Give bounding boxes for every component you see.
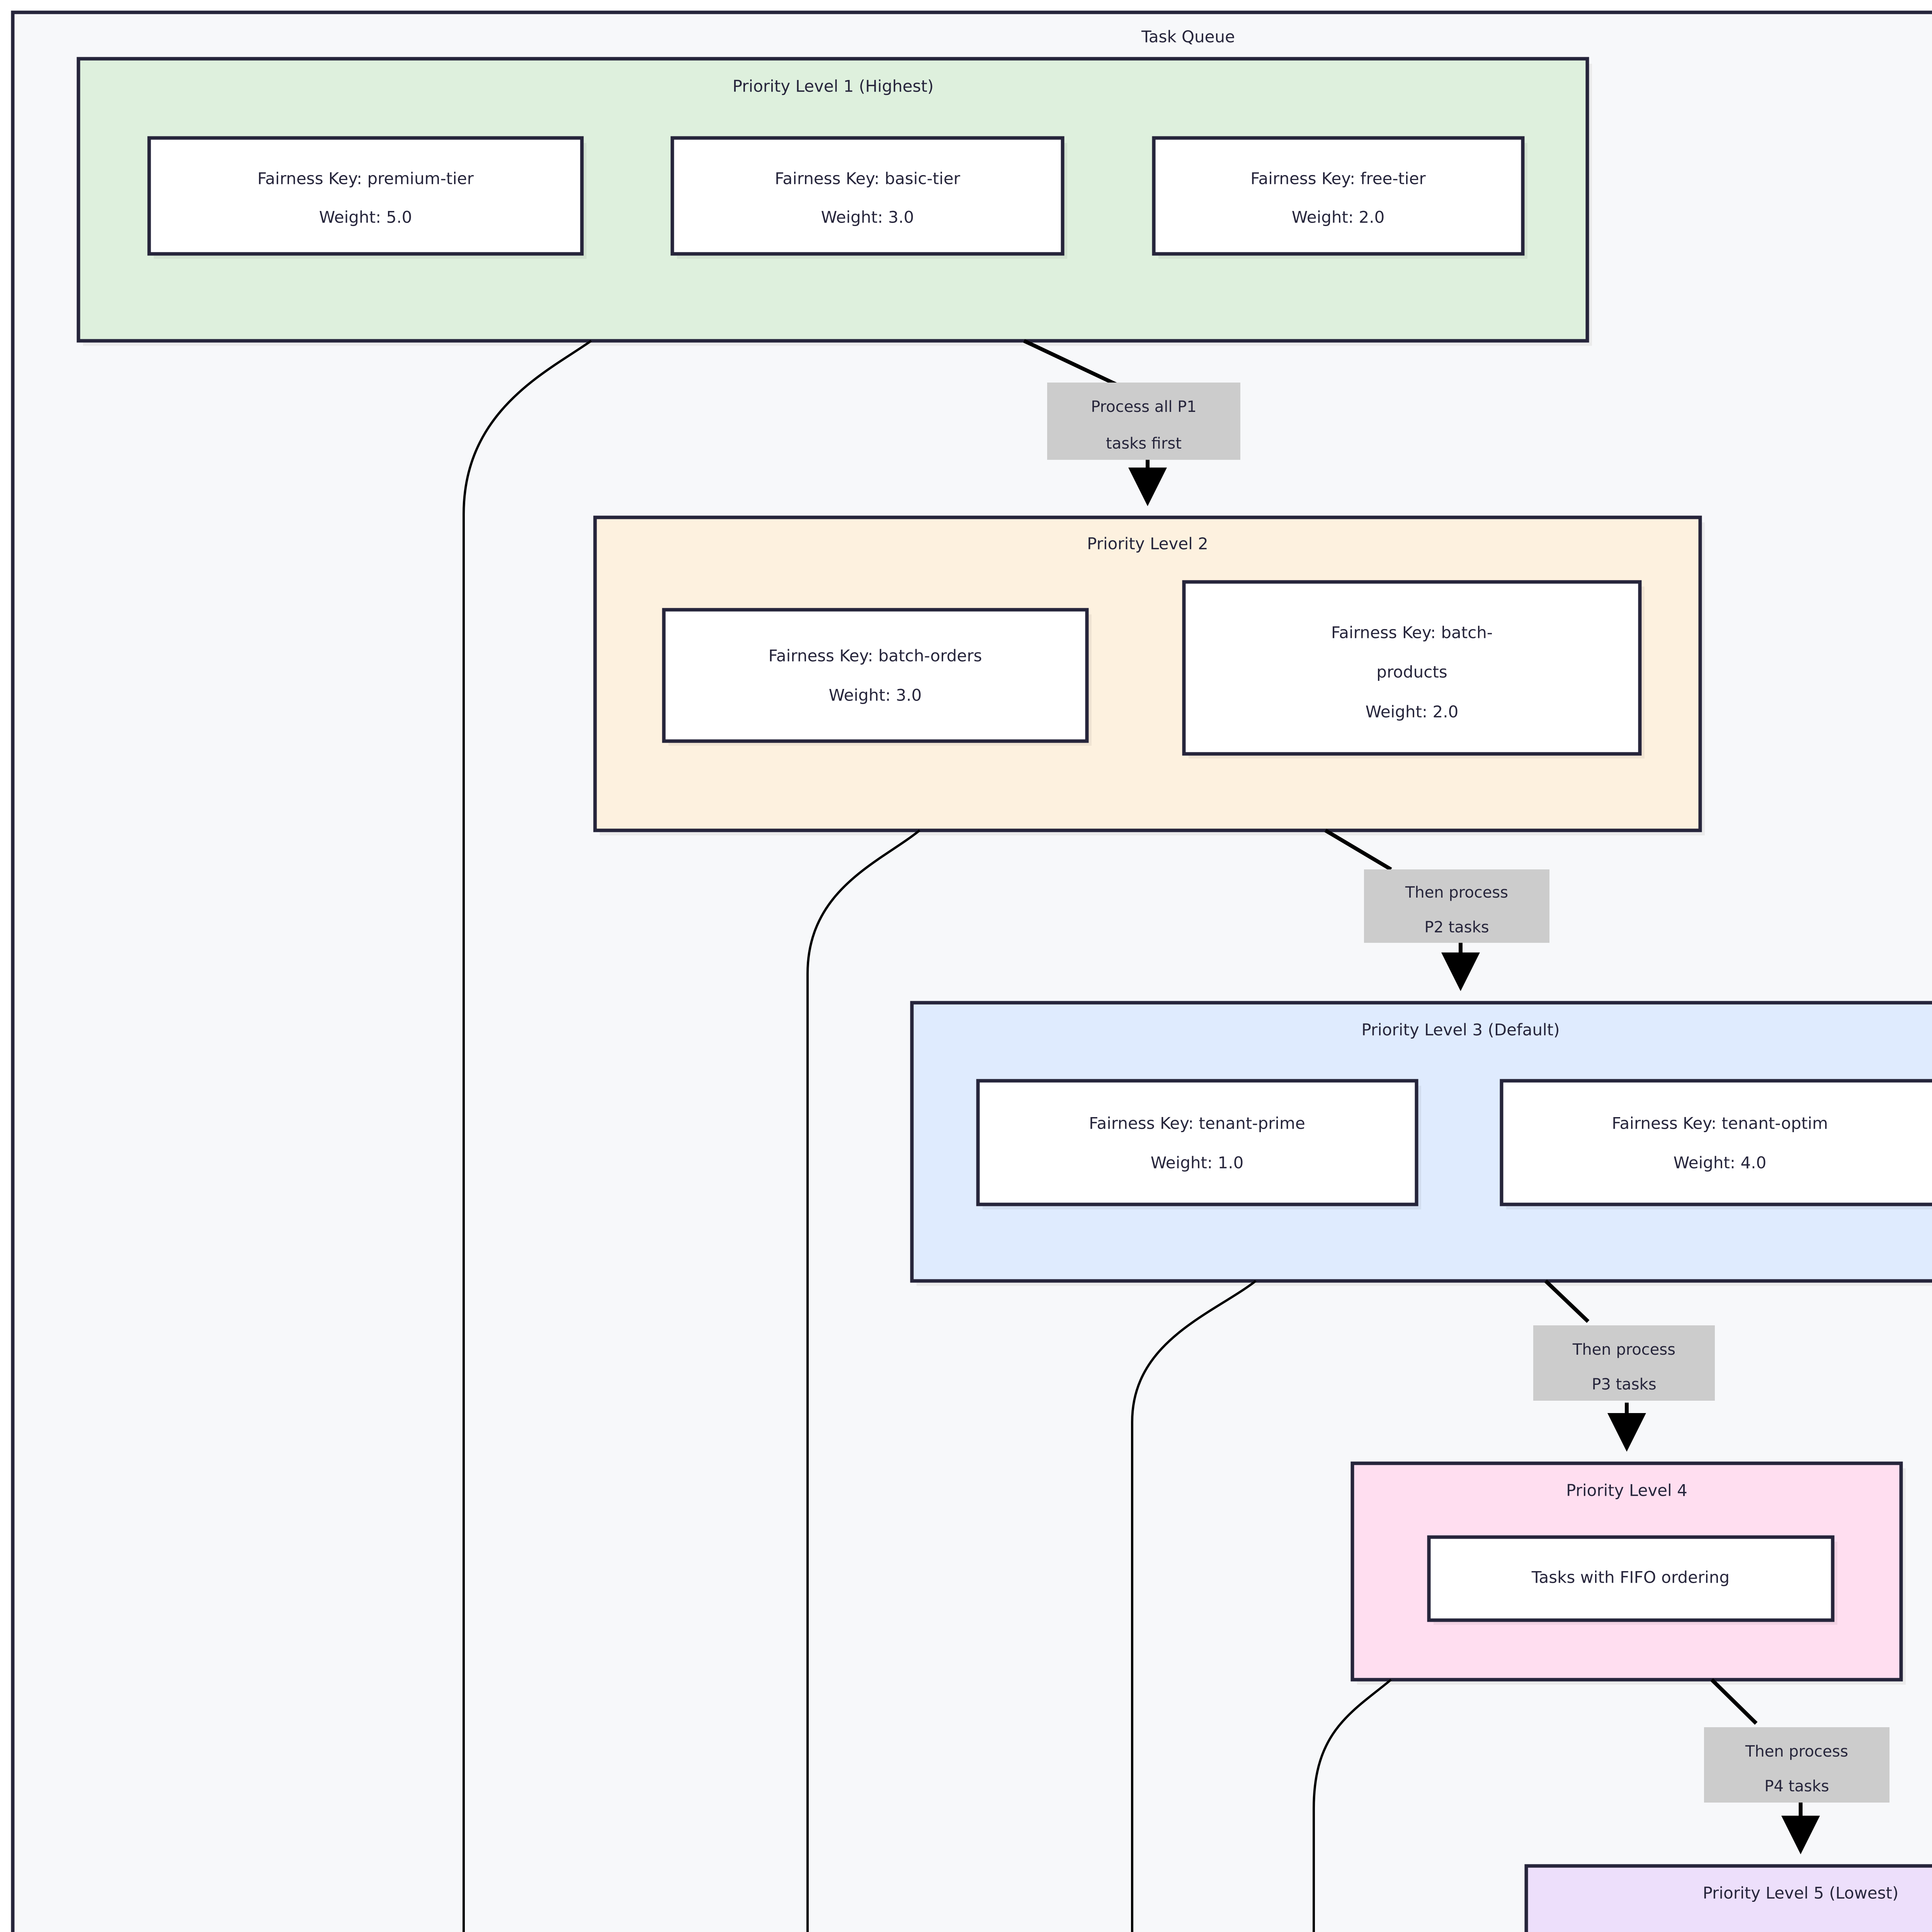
p1-basic-weight: Weight: 3.0 [821,208,914,227]
p3-optim-weight: Weight: 4.0 [1673,1153,1767,1172]
edge-label-p4-to-p5-line1: Then process [1745,1743,1848,1760]
node-p1-free[interactable]: Fairness Key: free-tier Weight: 2.0 [1152,136,1527,259]
edge-label-p1-to-p2: Process all P1 tasks first [1047,383,1240,460]
node-p3-prime[interactable]: Fairness Key: tenant-prime Weight: 1.0 [976,1079,1421,1209]
p1-premium-key: Fairness Key: premium-tier [257,169,474,188]
p3-prime-key: Fairness Key: tenant-prime [1089,1114,1305,1133]
priority-1-title: Priority Level 1 (Highest) [733,77,934,96]
node-p2-orders[interactable]: Fairness Key: batch-orders Weight: 3.0 [662,608,1092,746]
p1-free-weight: Weight: 2.0 [1292,208,1385,227]
edge-label-p4-to-p5-line2: P4 tasks [1764,1777,1829,1795]
node-p1-basic[interactable]: Fairness Key: basic-tier Weight: 3.0 [670,136,1067,259]
node-p2-products[interactable]: Fairness Key: batch- products Weight: 2.… [1182,580,1645,759]
edge-label-p3-to-p4: Then process P3 tasks [1533,1325,1715,1401]
p2-products-weight: Weight: 2.0 [1366,702,1459,721]
edge-label-p3-to-p4-line2: P3 tasks [1592,1376,1656,1393]
edge-label-p1-to-p2-line2: tasks first [1106,435,1182,452]
p2-orders-key: Fairness Key: batch-orders [769,646,982,665]
edge-p2-to-workers [806,829,920,1932]
p1-free-key: Fairness Key: free-tier [1250,169,1426,188]
cluster-priority-2: Priority Level 2 Fairness Key: batch-ord… [593,515,1705,835]
task-queue-title: Task Queue [1141,27,1235,46]
edge-label-p3-to-p4-line1: Then process [1572,1341,1675,1359]
edge-p3-to-workers [1131,1280,1257,1932]
edge-label-p4-to-p5: Then process P4 tasks [1704,1727,1889,1803]
cluster-priority-3: Priority Level 3 (Default) Fairness Key:… [910,1001,1932,1286]
priority-3-title: Priority Level 3 (Default) [1361,1020,1560,1039]
edge-label-p2-to-p3-line1: Then process [1405,884,1508,901]
edge-label-p1-to-p2-line1: Process all P1 [1091,398,1196,416]
p2-orders-weight: Weight: 3.0 [829,686,922,705]
priority-2-title: Priority Level 2 [1087,534,1208,553]
cluster-priority-4: Priority Level 4 Tasks with FIFO orderin… [1350,1461,1906,1685]
edge-p3-to-p4-upper [1544,1279,1590,1323]
p3-prime-weight: Weight: 1.0 [1151,1153,1244,1172]
p1-premium-weight: Weight: 5.0 [319,208,412,227]
node-p1-premium[interactable]: Fairness Key: premium-tier Weight: 5.0 [147,136,587,259]
cluster-priority-5: Priority Level 5 (Lowest) Tasks with FIF… [1524,1864,1932,1932]
edge-p4-to-workers [1313,1679,1392,1932]
node-p4-fifo[interactable]: Tasks with FIFO ordering [1427,1535,1837,1625]
edge-p1-to-workers [463,340,592,1932]
priority-5-title: Priority Level 5 (Lowest) [1703,1884,1899,1903]
p2-products-key-line1: Fairness Key: batch- [1331,623,1493,642]
node-p3-optim[interactable]: Fairness Key: tenant-optim Weight: 4.0 [1500,1079,1932,1209]
edge-p1-to-p2-upper [1023,339,1122,388]
edge-p2-to-p3-upper [1324,828,1392,871]
priority-4-title: Priority Level 4 [1566,1481,1687,1500]
p1-basic-key: Fairness Key: basic-tier [775,169,961,188]
p4-fifo-label: Tasks with FIFO ordering [1531,1568,1730,1587]
cluster-priority-1: Priority Level 1 (Highest) Fairness Key:… [77,57,1592,346]
edge-p4-to-p5-upper [1710,1678,1758,1725]
priority-5-box [1524,1864,1932,1932]
p3-optim-key: Fairness Key: tenant-optim [1612,1114,1828,1133]
edge-label-p2-to-p3-line2: P2 tasks [1424,918,1489,936]
p2-products-key-line2: products [1376,663,1447,682]
edge-label-p2-to-p3: Then process P2 tasks [1364,869,1549,943]
